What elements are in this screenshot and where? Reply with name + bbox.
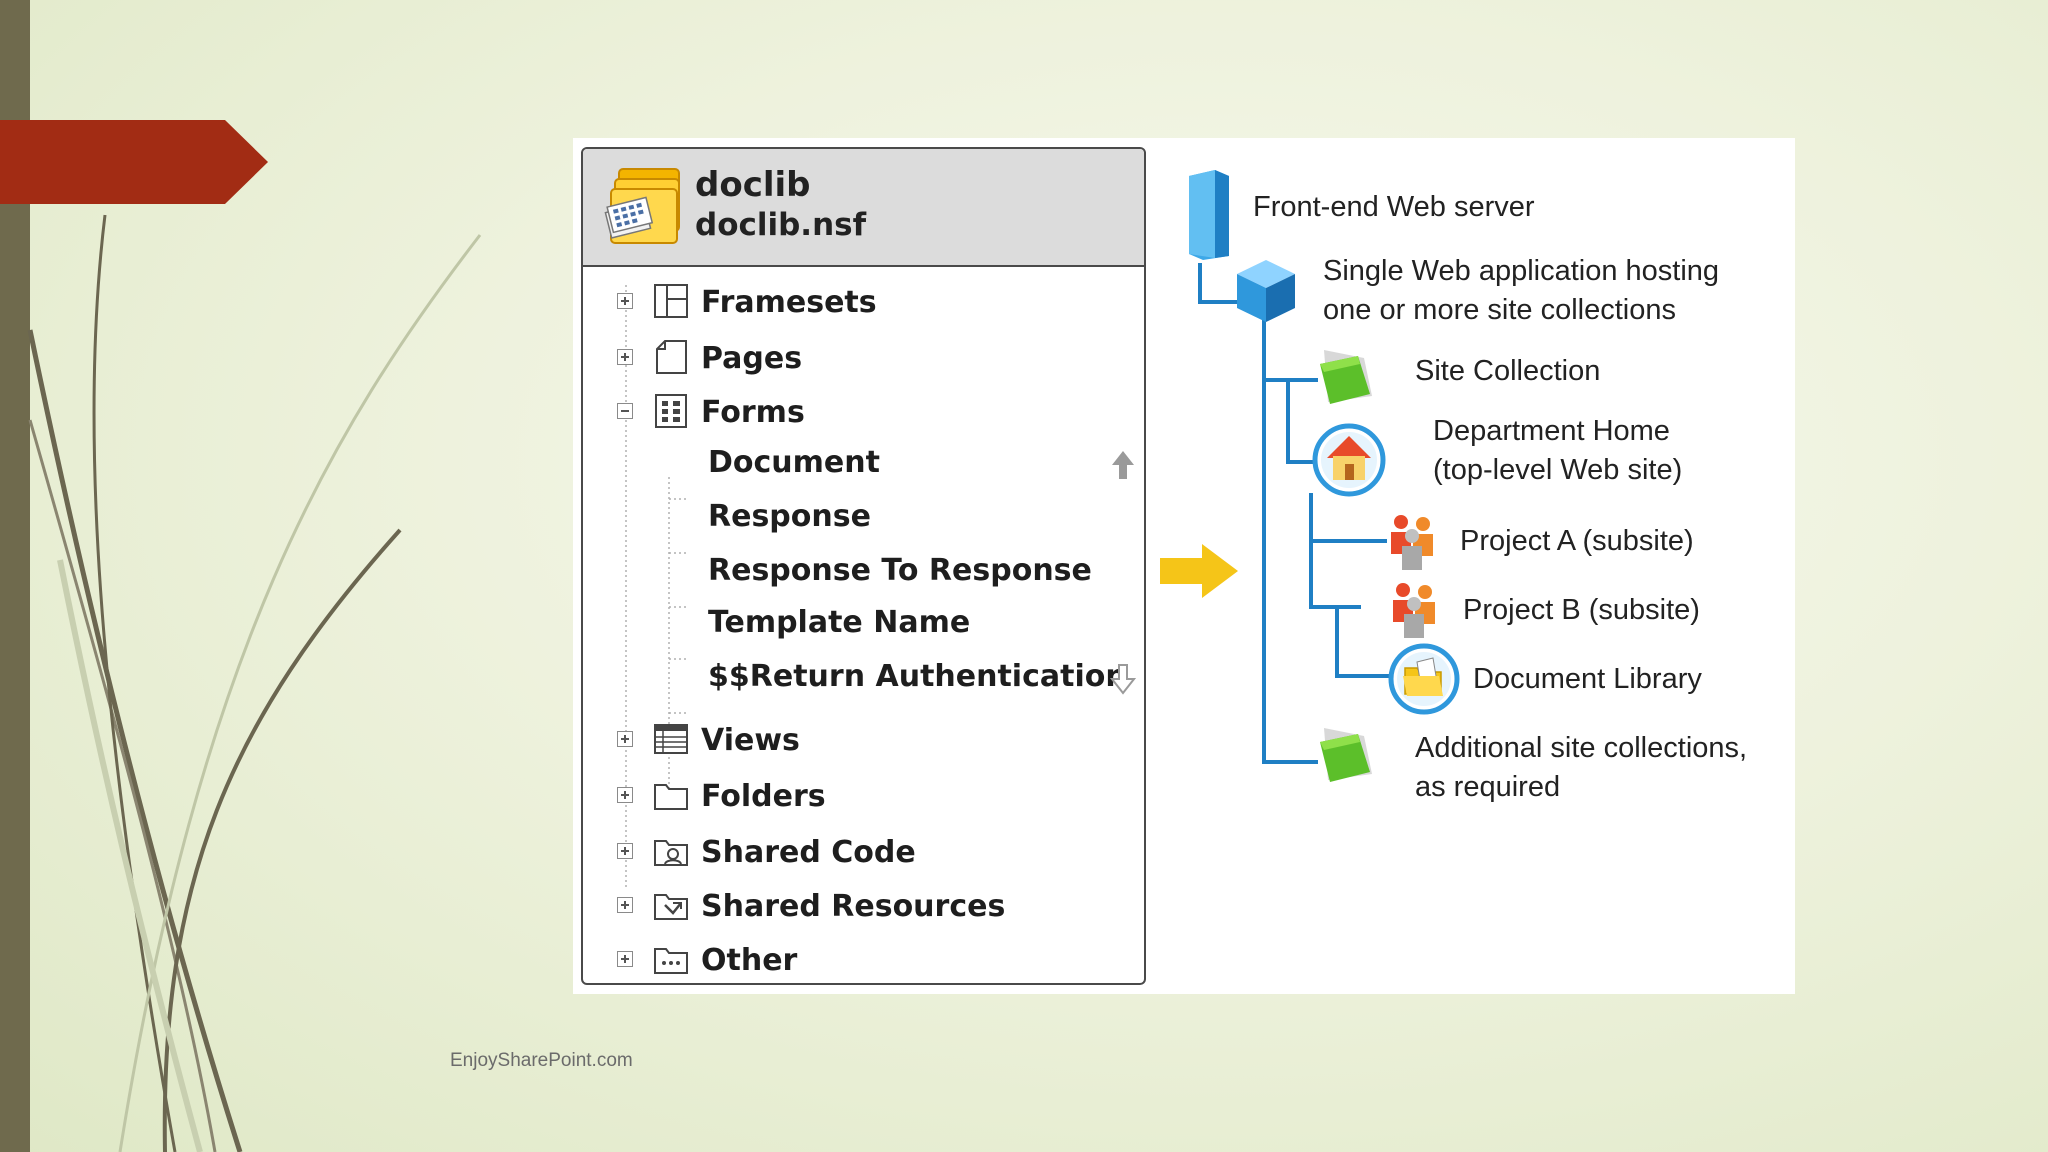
decorative-swooshes (27, 214, 482, 1152)
tree-node-label: Pages (701, 341, 803, 376)
hierarchy-connector-lines (1198, 263, 1389, 764)
diagram-label-additional-line2: as required (1415, 771, 1561, 803)
other-icon (654, 948, 688, 974)
tree-node-other[interactable]: Other (617, 937, 1117, 983)
view-icon (654, 724, 688, 754)
project-a-people-icon (1391, 515, 1433, 570)
diagram-label-server: Front-end Web server (1253, 191, 1535, 223)
project-b-people-icon (1393, 583, 1435, 638)
expand-icon[interactable] (617, 787, 633, 803)
diagram-label-project-b: Project B (subsite) (1463, 594, 1700, 626)
tree-node-pages[interactable]: Pages (617, 335, 1117, 383)
diagram-label-additional-line1: Additional site collections, (1415, 732, 1748, 764)
database-title: doclib (695, 165, 811, 205)
web-application-cube-icon (1237, 260, 1295, 322)
page-icon (656, 340, 687, 374)
tree-node-label: Other (701, 943, 798, 978)
tree-node-label: Folders (701, 779, 826, 814)
database-tree-panel: doclib doclib.nsf Framesets (581, 147, 1146, 985)
title-accent-arrow (0, 120, 268, 204)
tree-node-label: Framesets (701, 285, 877, 320)
tree-header: doclib doclib.nsf (583, 149, 1144, 267)
site-collection-folder-icon (1320, 350, 1372, 404)
footer-text: EnjoySharePoint.com (450, 1050, 633, 1071)
expand-icon[interactable] (617, 731, 633, 747)
scroll-down-arrow-icon[interactable] (1110, 663, 1136, 695)
server-icon (1189, 170, 1229, 260)
tree-node-views[interactable]: Views (617, 717, 1117, 765)
form-item-document[interactable]: Document (708, 445, 880, 480)
additional-site-collection-folder-icon (1320, 728, 1372, 782)
diagram-label-site-collection: Site Collection (1415, 355, 1601, 387)
diagram-label-doc-library: Document Library (1473, 663, 1702, 695)
form-item-response[interactable]: Response (708, 499, 871, 534)
scroll-up-arrow-icon[interactable] (1110, 449, 1136, 481)
tree-connector-lines (625, 285, 687, 887)
tree-node-forms[interactable]: Forms (617, 389, 1117, 437)
diagram-label-webapp-line2: one or more site collections (1323, 294, 1676, 326)
expand-icon[interactable] (617, 897, 633, 913)
tree-node-label: Shared Code (701, 835, 916, 870)
document-library-icon (1388, 643, 1460, 715)
diagram-label-project-a: Project A (subsite) (1460, 525, 1694, 557)
tree-node-label: Shared Resources (701, 889, 1006, 924)
tree-node-shared-resources[interactable]: Shared Resources (617, 883, 1117, 931)
diagram-label-dept-line1: Department Home (1433, 415, 1670, 447)
expand-icon[interactable] (617, 293, 633, 309)
collapse-icon[interactable] (617, 403, 633, 419)
form-item-template-name[interactable]: Template Name (708, 605, 971, 640)
database-filename: doclib.nsf (695, 207, 867, 243)
expand-icon[interactable] (617, 843, 633, 859)
tree-node-label: Forms (701, 395, 805, 430)
expand-icon[interactable] (617, 951, 633, 967)
home-site-icon (1312, 423, 1386, 497)
tree-node-folders[interactable]: Folders (617, 773, 1117, 821)
diagram-label-dept-line2: (top-level Web site) (1433, 454, 1683, 486)
folder-icon (654, 784, 688, 810)
expand-icon[interactable] (617, 349, 633, 365)
database-icon (604, 168, 680, 244)
diagram-label-webapp-line1: Single Web application hosting (1323, 255, 1720, 287)
shared-code-icon (654, 840, 688, 866)
form-item-response-to-response[interactable]: Response To Response (708, 553, 1092, 588)
sharepoint-hierarchy-diagram: Front-end Web server Single Web applicat… (1163, 138, 1795, 994)
shared-resources-icon (654, 894, 688, 920)
right-arrow-icon (1160, 544, 1238, 598)
form-item-return-authentication[interactable]: $$Return AuthenticationFa (708, 659, 1118, 694)
frameset-icon (654, 284, 688, 318)
figure-panel: doclib doclib.nsf Framesets (573, 138, 1795, 994)
tree-node-framesets[interactable]: Framesets (617, 279, 1117, 327)
tree-node-shared-code[interactable]: Shared Code (617, 829, 1117, 877)
form-icon (655, 394, 687, 428)
tree-node-label: Views (701, 723, 800, 758)
